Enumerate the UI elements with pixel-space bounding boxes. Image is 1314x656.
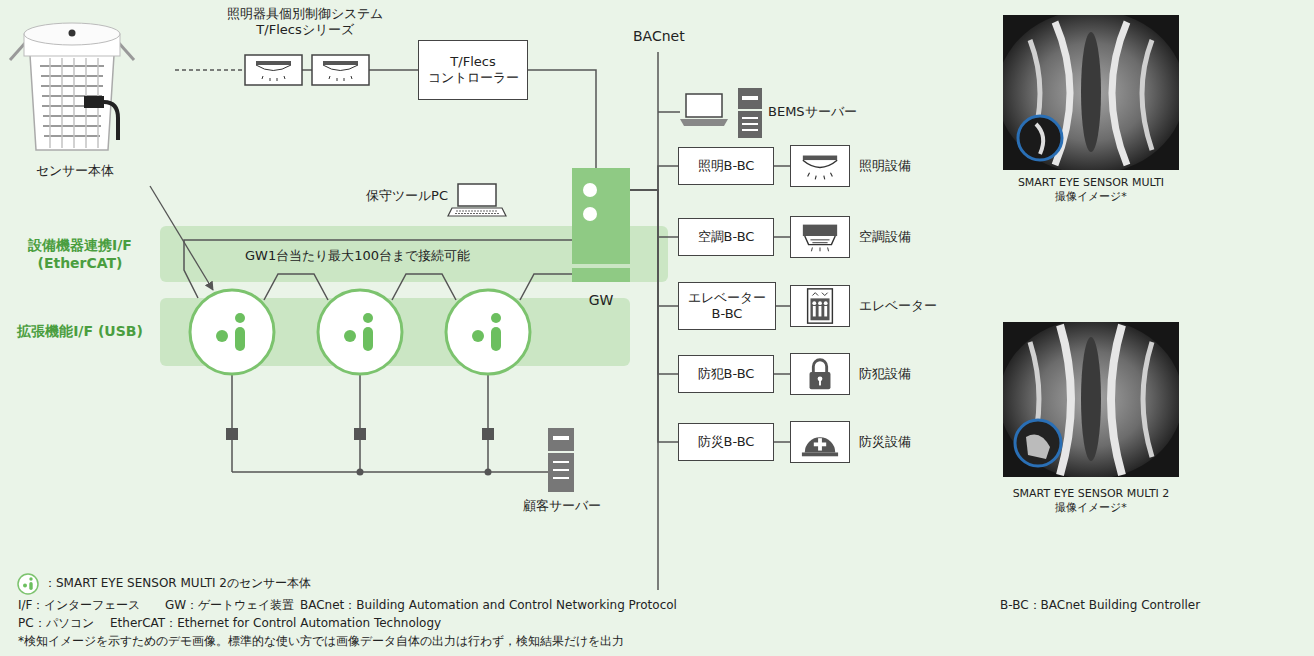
abbreviation-note: EtherCAT：Ethernet for Control Automation… [110,616,441,631]
server-label: 顧客サーバー [511,498,613,514]
connector-line [630,190,678,306]
equipment-icon: エレベーター [790,285,850,327]
lamp-fixtures [175,55,418,85]
legend-text: ：SMART EYE SENSOR MULTI 2のセンサー本体 [44,576,311,591]
equipment-icon: 防犯設備 [790,353,850,395]
image-caption: SMART EYE SENSOR MULTI 2 撮像イメージ* [991,487,1191,515]
lamp-icon [791,146,849,186]
box-text: 防災B-BC [698,434,755,450]
pc-label: 保守ツールPC [330,188,448,204]
equipment-icon: 防災設備 [790,421,850,463]
lock-icon [791,354,849,394]
elev-icon [791,286,849,326]
image-caption: SMART EYE SENSOR MULTI 撮像イメージ* [991,176,1191,204]
abbreviation-note: I/F：インターフェース [18,598,140,613]
equipment-icon: 空調設備 [790,216,850,258]
system-label: 照明器具個別制御システム T/Flecsシリーズ [215,6,395,39]
interface-band: 設備機器連携I/F (EtherCAT)GW1台当たり最大100台まで接続可能 [160,226,668,282]
abbreviation-note: BACnet：Building Automation and Control N… [300,598,677,613]
fisheye-image [999,319,1183,479]
box-text: 照明B-BC [698,158,755,174]
usb-connectors [226,428,494,476]
equipment-label: 防災設備 [859,434,911,450]
bems-icons [680,88,762,138]
box-text: T/Flecs コントローラー [425,54,521,87]
interface-band: 拡張機能I/F (USB) [160,298,630,366]
building-controller-box: 防犯B-BC [678,355,774,393]
building-controller-box: 空調B-BC [678,218,774,256]
box-text: 防犯B-BC [698,366,755,382]
sensor-photo [10,23,134,150]
bus-branch [658,111,680,113]
server-label: BEMSサーバー [768,104,857,120]
equipment-label: エレベーター [859,298,937,314]
ac-icon [791,217,849,257]
equipment-label: 空調設備 [859,229,911,245]
box-text: エレベーター B-BC [685,290,769,323]
dome-icon [791,422,849,462]
band-heading: 設備機器連携I/F (EtherCAT) [14,237,146,272]
connector-line [774,373,790,375]
band-note: GW1台当たり最大100台まで接続可能 [245,248,470,264]
controller-box: T/Flecs コントローラー [418,40,528,100]
laptop-icon [448,184,506,216]
building-controller-box: 照明B-BC [678,147,774,185]
legend-symbol [18,574,38,594]
band-heading: 拡張機能I/F (USB) [14,323,146,341]
fisheye-image [997,10,1185,174]
connector-line [630,190,678,374]
connector-line [774,165,790,167]
gateway-label: GW [572,292,630,310]
equipment-label: 防犯設備 [859,366,911,382]
connector-line [630,190,678,442]
abbreviation-note: B-BC：BACnet Building Controller [1000,598,1200,613]
connector-line [774,441,790,443]
connector-line [776,305,790,307]
gw-icon [572,168,630,264]
connector-line [528,70,596,168]
usb-wires [232,374,548,472]
footnote: *検知イメージを示すためのデモ画像。標準的な使い方では画像データ自体の出力は行わ… [18,634,624,649]
customer-server-icon [548,428,574,492]
abbreviation-note: GW：ゲートウェイ装置 [165,598,294,613]
connector-line [630,166,678,190]
building-controller-box: 防災B-BC [678,423,774,461]
gateway-box: GW [572,168,630,264]
bus-label: BACnet [633,28,685,46]
abbreviation-note: PC：パソコン [18,616,94,631]
equipment-icon: 照明設備 [790,145,850,187]
equipment-label: 照明設備 [859,158,911,174]
box-text: 空調B-BC [698,229,755,245]
building-controller-box: エレベーター B-BC [678,282,776,330]
sensor-symbol [190,290,530,374]
connector-line [630,190,678,237]
part-label: センサー本体 [36,163,114,179]
connector-line [774,236,790,238]
pointer-arrow [150,186,213,290]
